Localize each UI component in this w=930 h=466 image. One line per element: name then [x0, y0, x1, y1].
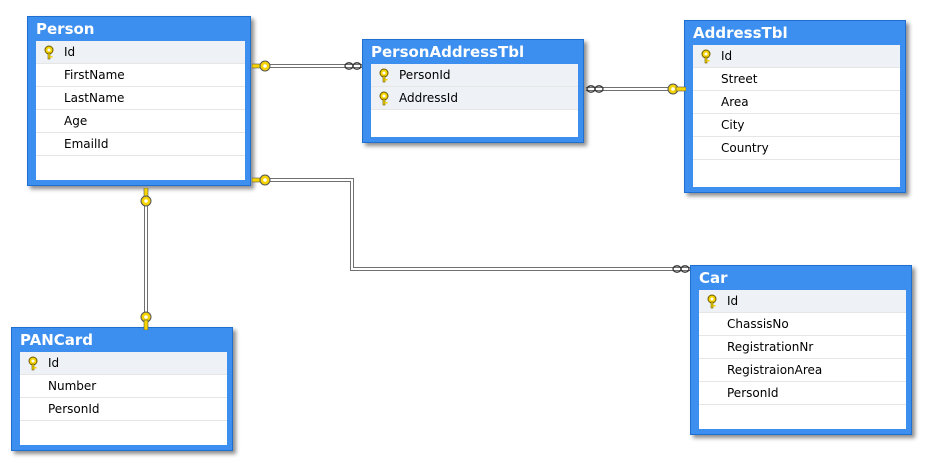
column-name: Country [721, 141, 769, 155]
column-name: EmailId [64, 137, 109, 151]
column-name: FirstName [64, 68, 125, 82]
relationship-line-person-car[interactable] [258, 178, 690, 271]
primary-key-icon [28, 356, 38, 371]
column-name: RegistraionArea [727, 363, 823, 377]
table-columns: Id Number PersonId [20, 352, 227, 445]
column-name: Id [64, 45, 76, 59]
column-row[interactable]: PersonId [699, 382, 906, 405]
column-name: PersonId [48, 402, 100, 416]
column-name: RegistrationNr [727, 340, 814, 354]
table-car[interactable]: Car Id ChassisNo RegistrationNr Registra… [690, 265, 912, 435]
column-row[interactable]: Id [693, 45, 900, 68]
primary-key-icon [701, 49, 711, 64]
column-row[interactable]: Street [693, 68, 900, 91]
many-end-infinity-icon [672, 265, 690, 273]
column-row[interactable]: FirstName [36, 64, 245, 87]
column-row[interactable]: Number [20, 375, 227, 398]
column-name: City [721, 118, 745, 132]
many-end-infinity-icon [586, 85, 604, 93]
one-end-key-icon [140, 311, 152, 330]
table-pancard[interactable]: PANCard Id Number PersonId [11, 327, 233, 451]
table-columns: Id FirstName LastName Age EmailId [36, 41, 245, 180]
column-row[interactable]: Country [693, 137, 900, 160]
table-title: Car [699, 269, 728, 287]
column-row[interactable]: ChassisNo [699, 313, 906, 336]
one-end-key-icon [252, 60, 271, 72]
table-columns: Id Street Area City Country [693, 45, 900, 187]
column-name: AddressId [399, 91, 458, 105]
column-name: LastName [64, 91, 125, 105]
column-row[interactable]: AddressId [371, 87, 578, 110]
column-row[interactable]: City [693, 114, 900, 137]
column-name: ChassisNo [727, 317, 789, 331]
table-person[interactable]: Person Id FirstName LastName Age EmailId [27, 16, 251, 186]
column-name: Street [721, 72, 758, 86]
column-row[interactable]: RegistrationNr [699, 336, 906, 359]
many-end-infinity-icon [344, 62, 362, 70]
column-row[interactable]: PersonId [20, 398, 227, 421]
table-columns: Id ChassisNo RegistrationNr RegistraionA… [699, 290, 906, 429]
column-row[interactable]: PersonId [371, 64, 578, 87]
column-name: Age [64, 114, 88, 128]
column-name: Area [721, 95, 749, 109]
table-title: AddressTbl [693, 24, 788, 42]
one-end-key-icon [667, 83, 686, 95]
column-name: Id [48, 356, 60, 370]
table-title: PersonAddressTbl [371, 43, 525, 61]
column-row[interactable]: Area [693, 91, 900, 114]
one-end-key-icon [140, 188, 152, 207]
column-row[interactable]: Id [36, 41, 245, 64]
column-name: Id [727, 294, 739, 308]
column-row[interactable]: Id [699, 290, 906, 313]
column-row[interactable]: Id [20, 352, 227, 375]
column-row[interactable]: RegistraionArea [699, 359, 906, 382]
table-title: PANCard [20, 331, 94, 349]
table-address[interactable]: AddressTbl Id Street Area City Country [684, 20, 906, 193]
column-name: PersonId [727, 386, 779, 400]
primary-key-icon [707, 294, 717, 309]
column-name: Number [48, 379, 97, 393]
one-end-key-icon [252, 174, 271, 186]
column-row[interactable]: Age [36, 110, 245, 133]
column-row[interactable]: EmailId [36, 133, 245, 156]
column-name: Id [721, 49, 733, 63]
primary-key-icon [379, 68, 389, 83]
primary-key-icon [44, 45, 54, 60]
table-columns: PersonId AddressId [371, 64, 578, 137]
primary-key-icon [379, 91, 389, 106]
column-row[interactable]: LastName [36, 87, 245, 110]
column-name: PersonId [399, 68, 451, 82]
table-title: Person [36, 20, 95, 38]
table-person-address[interactable]: PersonAddressTbl PersonId AddressId [362, 39, 584, 143]
